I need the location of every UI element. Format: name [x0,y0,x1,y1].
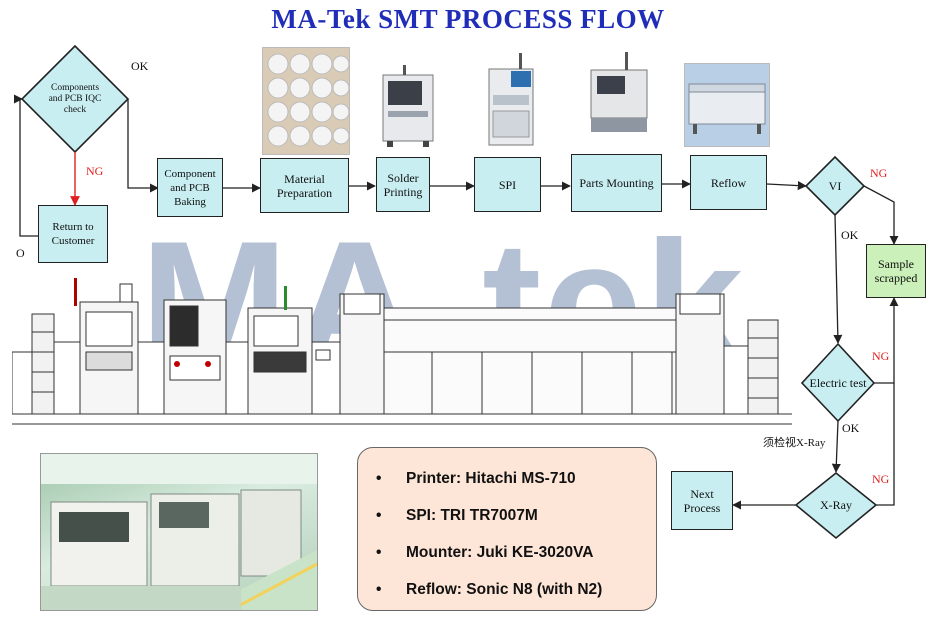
iqc-ng-label: NG [86,164,104,178]
spi-machine-image [480,48,542,154]
loop-zero-label: O [16,246,25,260]
electric-test-label: Electric test [809,375,867,390]
component-baking-box: Component and PCB Baking [157,158,223,217]
solder-printer-image [376,60,442,150]
electric-test-ng-label: NG [872,349,890,363]
spec-text: Mounter: Juki KE-3020VA [406,544,594,561]
equipment-spec-panel: • Printer: Hitachi MS-710 • SPI: TRI TR700… [357,447,657,611]
xray-diamond [794,471,878,540]
bullet-icon: • [376,581,382,598]
smt-line-illustration [12,278,792,425]
xray-label: X-Ray [820,497,852,512]
spi-box: SPI [474,157,541,212]
spec-text: Reflow: Sonic N8 (with N2) [406,581,603,598]
return-to-customer-box: Return to Customer [38,205,108,263]
bullet-icon: • [376,470,382,487]
factory-line-photo [40,453,318,611]
page-title: MA-Tek SMT PROCESS FLOW [271,4,665,34]
electric-test-ok-label: OK [842,421,860,435]
mounter-image [580,47,662,139]
spec-text: Printer: Hitachi MS-710 [406,470,576,487]
spec-item: • Printer: Hitachi MS-710 [376,460,646,497]
xray-caption: 须检视X-Ray [763,437,826,449]
next-process-box: Next Process [671,471,733,530]
parts-mounting-box: Parts Mounting [571,154,662,212]
spec-item: • Reflow: Sonic N8 (with N2) [376,571,646,608]
vi-ng-label: NG [870,166,888,180]
reflow-oven-image [684,63,770,147]
sample-scrapped-box: Sample scrapped [866,244,926,298]
spec-item: • SPI: TRI TR7007M [376,497,646,534]
spec-text: SPI: TRI TR7007M [406,507,538,524]
iqc-check-label: Components and PCB IQC check [48,82,102,115]
vi-label: VI [828,178,842,193]
reflow-box: Reflow [690,155,767,210]
xray-ng-label: NG [872,472,890,486]
solder-printing-box: Solder Printing [376,157,430,212]
bullet-icon: • [376,544,382,561]
vi-ok-label: OK [841,228,859,242]
material-preparation-box: Material Preparation [260,158,349,213]
bullet-icon: • [376,507,382,524]
reel-storage-image [262,47,350,155]
spec-item: • Mounter: Juki KE-3020VA [376,534,646,571]
iqc-ok-label: OK [131,59,149,73]
